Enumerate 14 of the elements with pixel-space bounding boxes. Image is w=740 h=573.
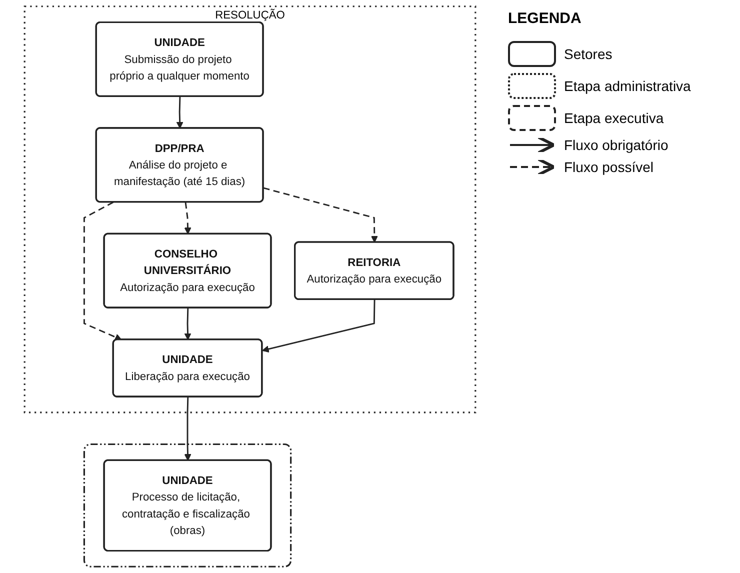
arrow bbox=[184, 202, 192, 234]
legend-text: Setores bbox=[564, 46, 612, 62]
arrow bbox=[263, 187, 378, 243]
arrow bbox=[262, 300, 376, 353]
arrow bbox=[176, 96, 184, 129]
arrow bbox=[184, 396, 192, 461]
legend-title: LEGENDA bbox=[508, 10, 582, 27]
legend-text: Fluxo possível bbox=[564, 159, 654, 175]
arrow bbox=[83, 202, 122, 340]
legend-text: Etapa executiva bbox=[564, 110, 664, 126]
legend-text: Etapa administrativa bbox=[564, 78, 691, 94]
cluster bbox=[83, 443, 292, 568]
arrow bbox=[184, 308, 192, 340]
legend-text: Fluxo obrigatório bbox=[564, 137, 668, 153]
